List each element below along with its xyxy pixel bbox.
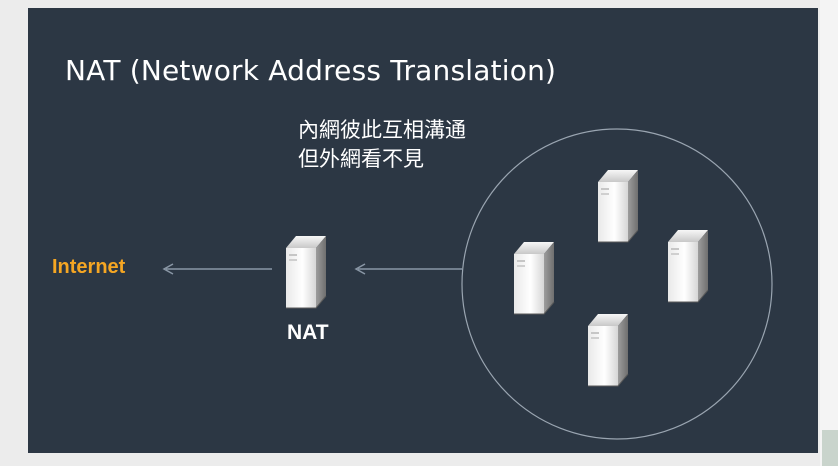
arrow-left-icon xyxy=(354,263,462,275)
arrow-left-icon xyxy=(162,263,272,275)
slide-title: NAT (Network Address Translation) xyxy=(65,54,557,87)
internet-label: Internet xyxy=(52,256,126,278)
caption-line: 但外網看不見 xyxy=(298,147,424,171)
slide-caption: 內網彼此互相溝通 但外網看不見 xyxy=(298,116,466,174)
window-edge xyxy=(820,0,838,466)
server-icon xyxy=(587,313,629,387)
scroll-tab[interactable] xyxy=(822,430,838,466)
nat-label: NAT xyxy=(287,321,329,344)
server-icon xyxy=(513,241,555,315)
caption-line: 內網彼此互相溝通 xyxy=(298,118,466,142)
internal-network-boundary xyxy=(461,128,773,440)
server-icon xyxy=(667,229,709,303)
presentation-slide: NAT (Network Address Translation) 內網彼此互相… xyxy=(28,8,818,453)
network-diagram xyxy=(162,128,773,440)
server-icon xyxy=(597,169,639,243)
server-icon xyxy=(285,235,327,309)
